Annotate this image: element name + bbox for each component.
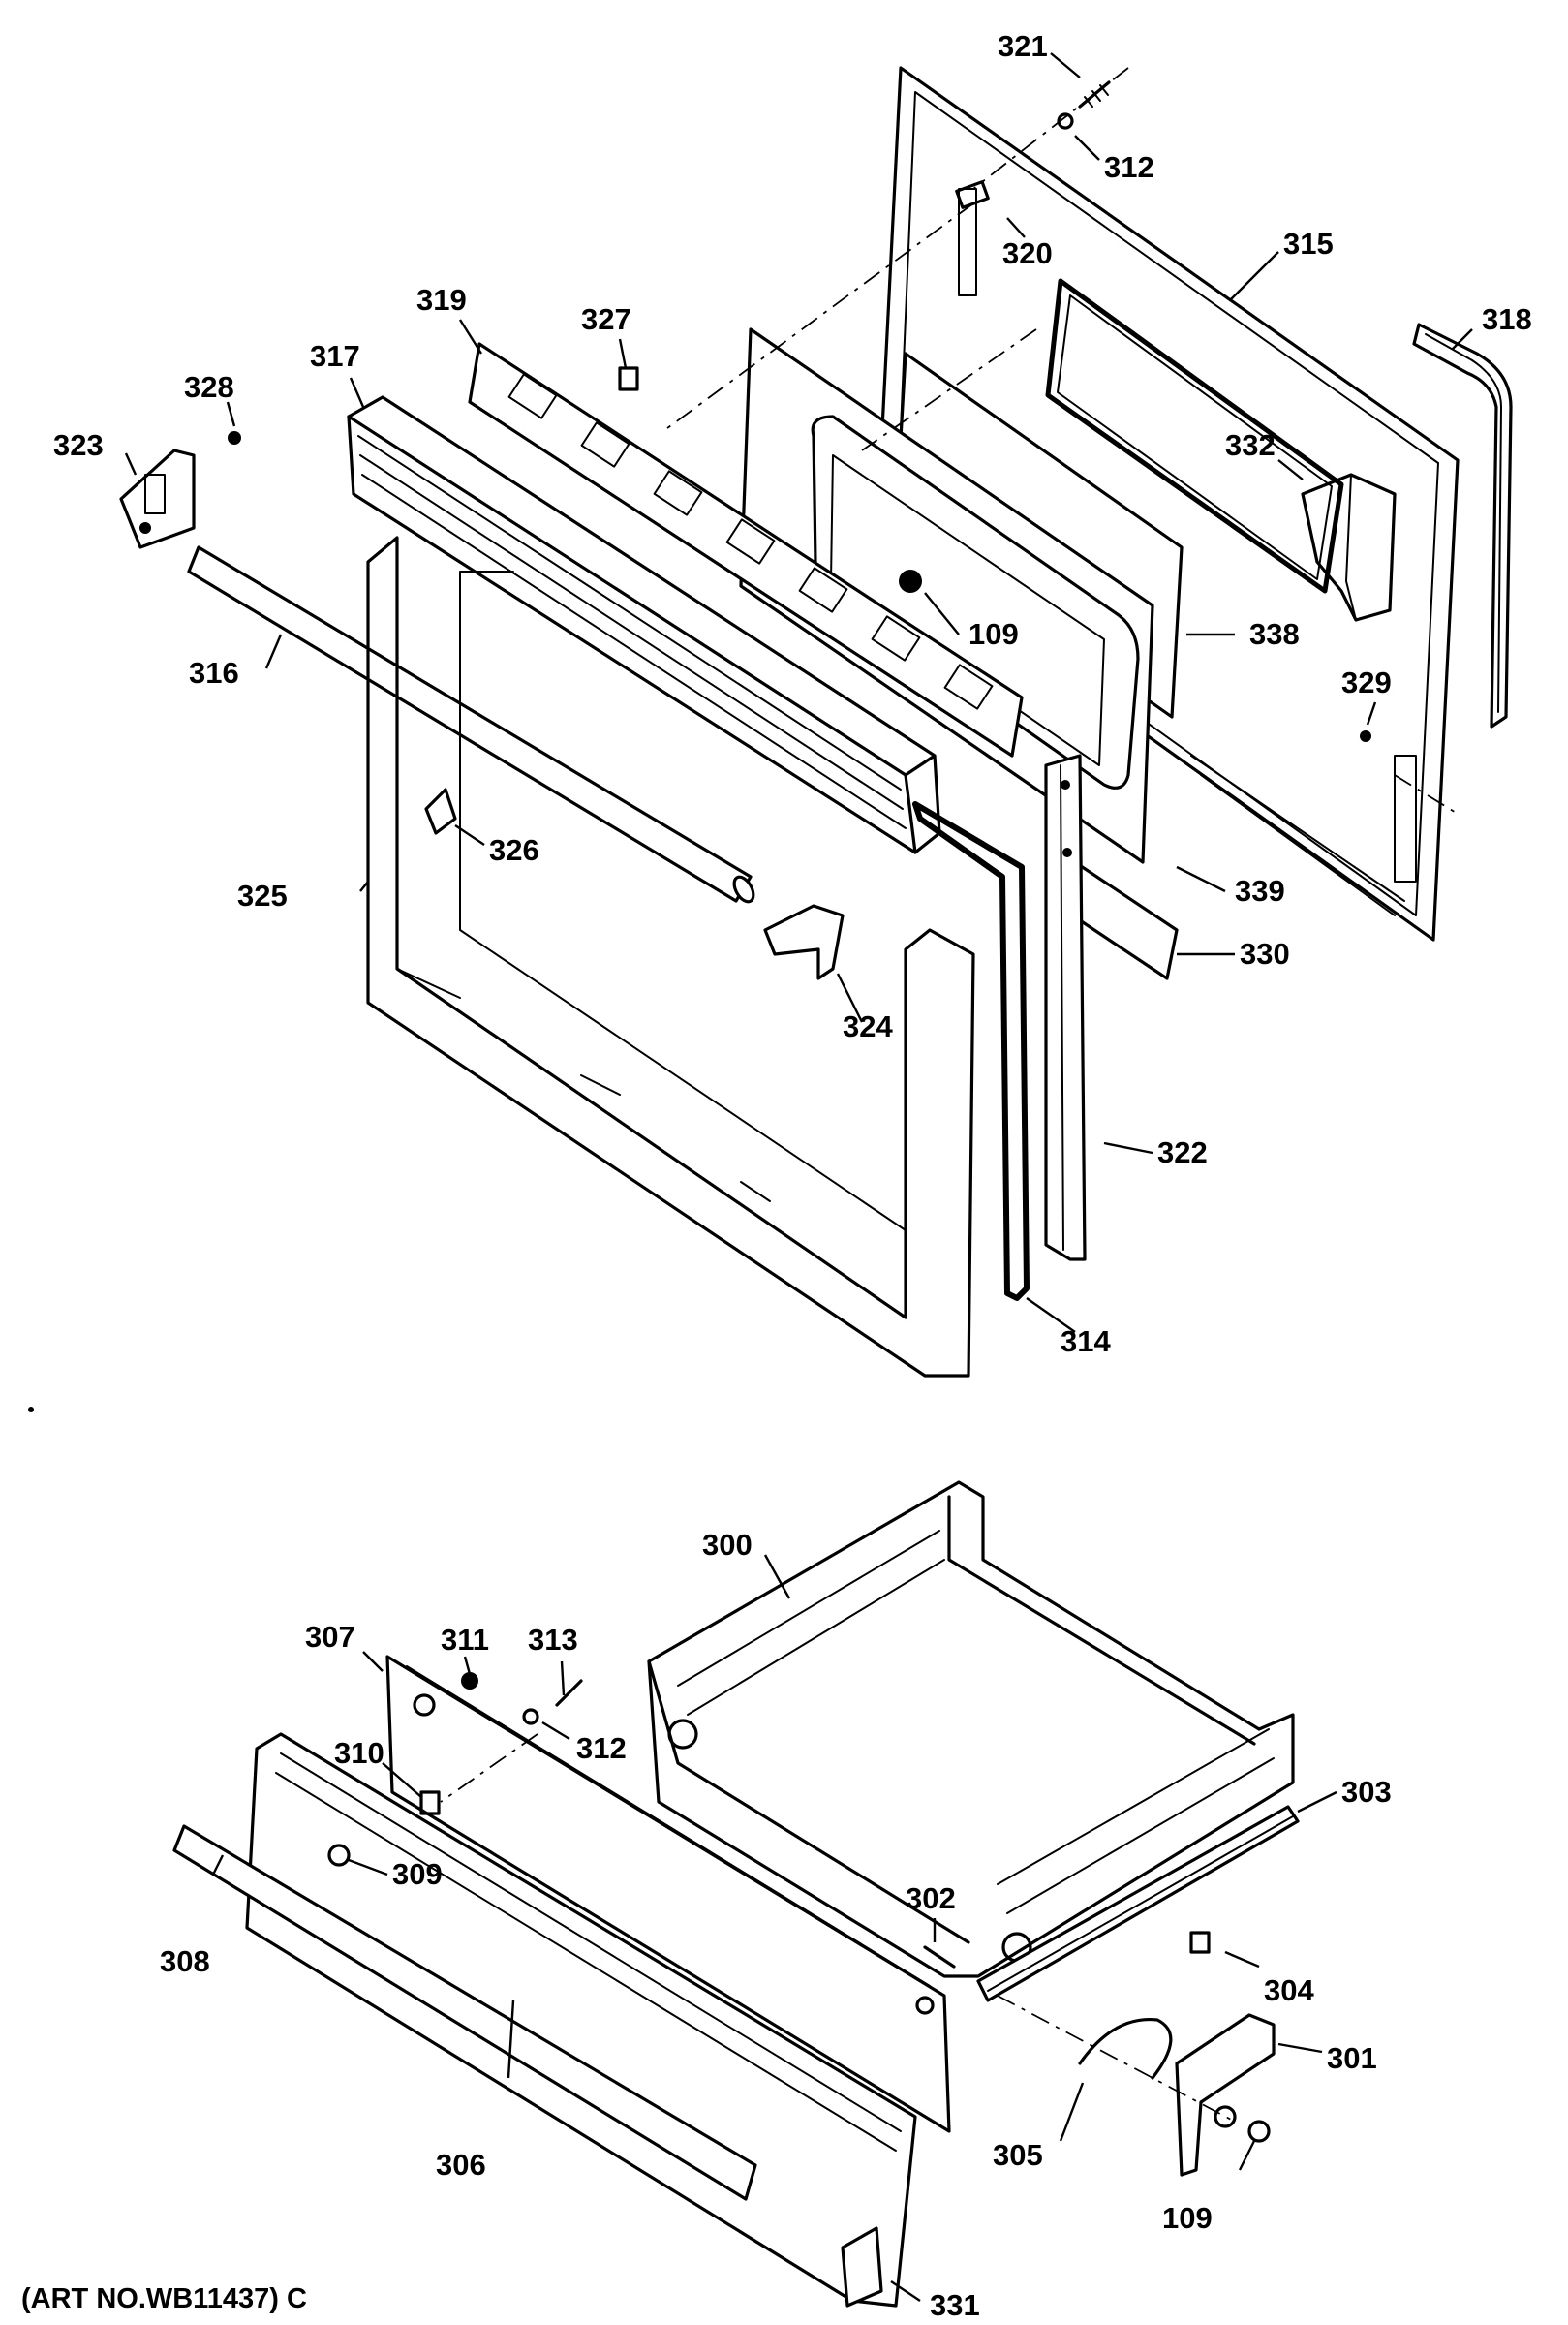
slide-rail-303 (976, 1805, 1300, 2002)
label-328: 328 (184, 370, 234, 404)
label-307: 307 (305, 1620, 355, 1654)
label-300: 300 (702, 1528, 753, 1562)
clip-326 (424, 788, 457, 835)
nut-109-icon (1247, 2120, 1271, 2143)
label-318: 318 (1482, 302, 1532, 336)
lower-assembly (172, 1480, 1300, 2308)
drawer-inner-panel-307 (385, 1655, 951, 2133)
label-301: 301 (1327, 2041, 1377, 2075)
nut-311-icon (461, 1672, 478, 1690)
bracket-301 (1175, 2013, 1276, 2177)
upper-assembly (119, 66, 1513, 1378)
screw-329-icon (1360, 730, 1371, 742)
gasket-314 (912, 801, 1030, 1301)
washer-312-icon (1057, 112, 1074, 130)
label-325: 325 (237, 879, 288, 913)
label-331: 331 (930, 2288, 980, 2322)
label-321: 321 (998, 29, 1048, 63)
label-109-lower: 109 (1162, 2201, 1213, 2235)
pin-302-icon (923, 1945, 956, 1968)
label-323: 323 (53, 428, 104, 462)
bracket-324 (763, 904, 845, 980)
label-338: 338 (1249, 617, 1300, 651)
art-number-caption: (ART NO.WB11437) C (21, 2283, 307, 2314)
handle-bar-308 (172, 1824, 757, 2201)
vent-bracket-319 (468, 342, 1024, 758)
outer-door-panel (875, 66, 1460, 942)
clip-304 (1189, 1931, 1211, 1954)
clip-320-icon (955, 180, 990, 209)
label-322: 322 (1157, 1135, 1208, 1169)
label-314: 314 (1061, 1324, 1111, 1358)
clip-327 (618, 366, 639, 391)
screw-313-icon (555, 1679, 583, 1707)
washer-312-icon (522, 1708, 539, 1725)
label-326: 326 (489, 833, 539, 867)
door-frame-325 (366, 536, 975, 1378)
label-303: 303 (1341, 1775, 1392, 1809)
side-trim-strip (1412, 323, 1513, 728)
drawer-box-300 (647, 1480, 1295, 1978)
wire-305 (1078, 2017, 1173, 2080)
label-309: 309 (392, 1857, 443, 1891)
label-109-upper: 109 (968, 617, 1019, 651)
label-329: 329 (1341, 666, 1392, 699)
label-302: 302 (906, 1881, 956, 1915)
label-339: 339 (1235, 874, 1285, 908)
inner-glass-frame (739, 327, 1154, 864)
hinge-323 (119, 449, 196, 549)
label-316: 316 (189, 656, 239, 690)
label-324: 324 (843, 1009, 893, 1043)
label-330: 330 (1240, 937, 1290, 971)
label-306: 306 (436, 2148, 486, 2182)
side-channel-322 (1044, 754, 1087, 1261)
label-332: 332 (1225, 428, 1276, 462)
label-312-lower: 312 (576, 1731, 627, 1765)
label-310: 310 (334, 1736, 384, 1770)
label-308: 308 (160, 1944, 210, 1978)
label-312-upper: 312 (1104, 150, 1154, 184)
leader-lines (124, 52, 1473, 2302)
label-311: 311 (441, 1623, 489, 1657)
label-317: 317 (310, 339, 360, 373)
bracket-331 (841, 2226, 883, 2308)
label-313: 313 (528, 1623, 578, 1657)
label-304: 304 (1264, 1973, 1314, 2007)
nut-109-icon (899, 570, 922, 593)
clip-310-icon (419, 1790, 441, 1815)
label-327: 327 (581, 302, 631, 336)
label-305: 305 (993, 2138, 1043, 2172)
label-320: 320 (1002, 236, 1053, 270)
screw-328-icon (228, 431, 241, 445)
part-labels: 321 312 320 315 318 319 327 317 328 323 … (21, 29, 1532, 2322)
bracket-332 (1301, 473, 1397, 622)
rod-316 (187, 545, 755, 904)
label-319: 319 (416, 283, 467, 317)
label-315: 315 (1283, 227, 1334, 261)
stray-dot (28, 1407, 34, 1412)
